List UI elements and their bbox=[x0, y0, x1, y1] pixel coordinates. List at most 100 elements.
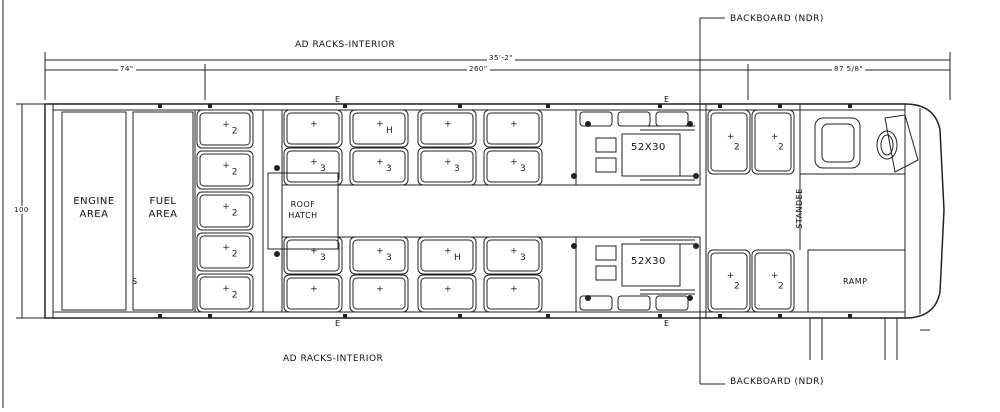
bolt-marker bbox=[693, 173, 699, 179]
seat-number: 3 bbox=[454, 164, 460, 174]
seat-plus-mark: + bbox=[444, 120, 452, 130]
rear-dimension: 74" bbox=[118, 65, 136, 73]
passenger-seat: + bbox=[417, 109, 477, 148]
wheelchair-space-label-bottom: 52X30 bbox=[631, 256, 666, 267]
seat-number: 3 bbox=[320, 164, 326, 174]
seat-plus-mark: + bbox=[727, 271, 735, 281]
bolt-marker bbox=[274, 251, 280, 257]
passenger-seat: + bbox=[483, 109, 543, 148]
seat-plus-mark: + bbox=[444, 158, 452, 168]
width-dimension: 100 bbox=[12, 206, 31, 214]
roof-hatch-line1: ROOF bbox=[290, 200, 316, 209]
seat-plus-mark: + bbox=[727, 132, 735, 142]
seat-plus-mark: + bbox=[222, 161, 230, 171]
seat-plus-mark: + bbox=[222, 120, 230, 130]
middle-dimension: 260" bbox=[467, 65, 490, 73]
rear-bench-seat: +2 bbox=[196, 273, 254, 313]
driver-compartment bbox=[799, 103, 906, 175]
rack-bracket-marker bbox=[158, 314, 162, 318]
wheelchair-space-top bbox=[621, 133, 681, 177]
rack-bracket-marker bbox=[158, 104, 162, 108]
rack-bracket-marker bbox=[343, 104, 347, 108]
passenger-seat: +3 bbox=[349, 147, 409, 186]
seat-plus-mark: + bbox=[444, 285, 452, 295]
rack-bracket-marker bbox=[778, 104, 782, 108]
bolt-marker bbox=[585, 295, 591, 301]
exit-marker-bottom-1: E bbox=[335, 319, 341, 328]
seat-plus-mark: + bbox=[310, 120, 318, 130]
seat-plus-mark: + bbox=[771, 271, 779, 281]
passenger-seat: +3 bbox=[483, 147, 543, 186]
passenger-seat: +H bbox=[417, 236, 477, 275]
rack-bracket-marker bbox=[658, 314, 662, 318]
passenger-seat: +3 bbox=[283, 147, 343, 186]
passenger-seat: + bbox=[283, 274, 343, 313]
rear-bench-seat: +2 bbox=[196, 191, 254, 231]
seat-plus-mark: + bbox=[771, 132, 779, 142]
seat-plus-mark: + bbox=[222, 243, 230, 253]
seat-number: H bbox=[386, 126, 393, 136]
rack-bracket-marker bbox=[208, 314, 212, 318]
seat-plus-mark: + bbox=[376, 285, 384, 295]
front-seat-bottom: +2 bbox=[751, 249, 795, 313]
seat-plus-mark: + bbox=[222, 284, 230, 294]
rack-bracket-marker bbox=[458, 104, 462, 108]
ramp-label: RAMP bbox=[843, 277, 868, 286]
fuel-area-line2: AREA bbox=[148, 209, 178, 220]
exit-marker-bottom-2: E bbox=[664, 319, 670, 328]
overall-length-dimension: 35'-2" bbox=[487, 54, 516, 62]
rack-bracket-marker bbox=[658, 104, 662, 108]
passenger-seat: +3 bbox=[417, 147, 477, 186]
engine-area-line1: ENGINE bbox=[73, 196, 115, 207]
rack-bracket-marker bbox=[848, 104, 852, 108]
rear-bench-seat: +2 bbox=[196, 150, 254, 190]
rack-bracket-marker bbox=[458, 314, 462, 318]
passenger-seat: + bbox=[349, 274, 409, 313]
seat-number: 2 bbox=[232, 250, 238, 260]
seat-number: 3 bbox=[520, 253, 526, 263]
front-seat-top: +2 bbox=[707, 109, 751, 175]
fuel-area-box bbox=[132, 111, 194, 311]
front-dimension: 87 5/8" bbox=[832, 65, 866, 73]
s-marker: S bbox=[132, 277, 138, 286]
rack-bracket-marker bbox=[718, 104, 722, 108]
ramp-box bbox=[807, 249, 906, 313]
seat-plus-mark: + bbox=[510, 247, 518, 257]
backboard-label-bottom: BACKBOARD (NDR) bbox=[730, 377, 824, 387]
passenger-seat: +3 bbox=[283, 236, 343, 275]
exit-marker-top-1: E bbox=[335, 95, 341, 104]
bolt-marker bbox=[687, 121, 693, 127]
seat-plus-mark: + bbox=[376, 158, 384, 168]
bolt-marker bbox=[687, 295, 693, 301]
bolt-marker bbox=[693, 243, 699, 249]
seat-plus-mark: + bbox=[310, 158, 318, 168]
fuel-area-line1: FUEL bbox=[149, 196, 177, 207]
rear-bench-seat: +2 bbox=[196, 232, 254, 272]
rack-bracket-marker bbox=[208, 104, 212, 108]
seat-number: 2 bbox=[734, 281, 740, 291]
rack-bracket-marker bbox=[546, 314, 550, 318]
roof-hatch-line2: HATCH bbox=[288, 211, 318, 220]
engine-area-box bbox=[61, 111, 127, 311]
seat-number: H bbox=[454, 253, 461, 263]
rack-bracket-marker bbox=[778, 314, 782, 318]
seat-number: 2 bbox=[778, 281, 784, 291]
engine-area-label: ENGINE AREA bbox=[70, 195, 118, 221]
seat-number: 2 bbox=[232, 209, 238, 219]
front-seat-top: +2 bbox=[751, 109, 795, 175]
seat-plus-mark: + bbox=[376, 247, 384, 257]
rear-bench-seat: +2 bbox=[196, 109, 254, 149]
roof-hatch-box bbox=[267, 172, 339, 250]
passenger-seat: + bbox=[283, 109, 343, 148]
wheelchair-space-label-top: 52X30 bbox=[631, 142, 666, 153]
standee-label: STANDEE bbox=[794, 188, 804, 229]
passenger-seat: +3 bbox=[483, 236, 543, 275]
engine-area-line2: AREA bbox=[79, 209, 109, 220]
exit-marker-top-2: E bbox=[664, 95, 670, 104]
front-seat-bottom: +2 bbox=[707, 249, 751, 313]
seat-number: 3 bbox=[520, 164, 526, 174]
seat-number: 2 bbox=[232, 291, 238, 301]
bus-body bbox=[44, 103, 945, 319]
